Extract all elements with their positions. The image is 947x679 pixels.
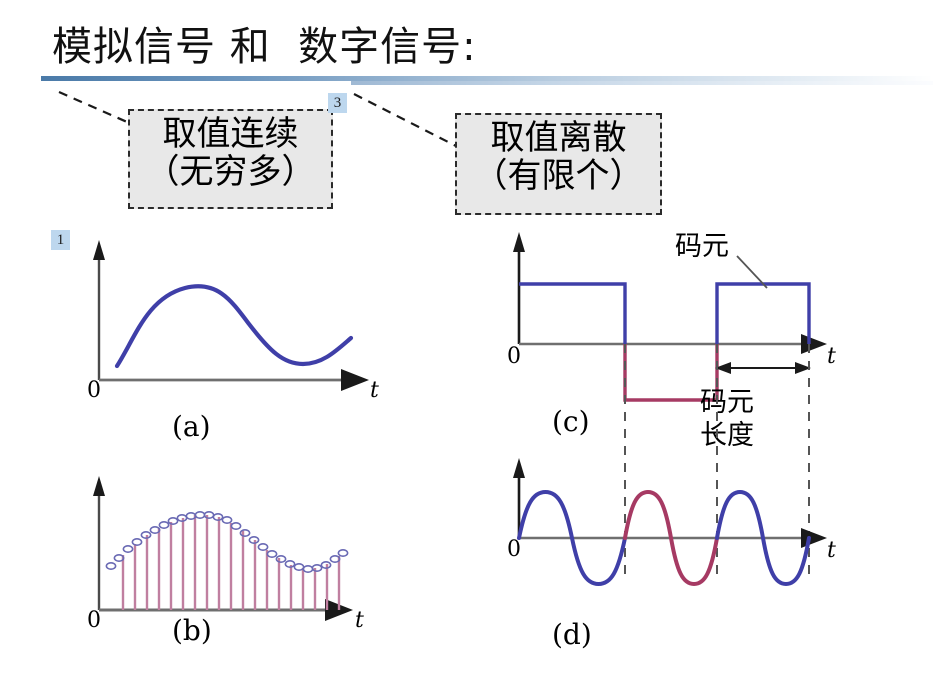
chart-b-plot: [93, 476, 353, 621]
callout-discrete-values: 取值离散 （有限个）: [455, 113, 662, 215]
chart-c-symbol-leader-line: [736, 255, 768, 289]
symbol-length-label-line2: 长度: [700, 420, 754, 451]
callout-discrete-line1: 取值离散: [490, 118, 627, 158]
chart-a-x-arrow: [341, 369, 369, 391]
chart-a-zero-label: 0: [87, 378, 101, 403]
chart-c-plot: [513, 232, 827, 402]
callout-discrete-line2: （有限个）: [473, 156, 644, 197]
chart-c-y-arrow: [513, 232, 525, 252]
title-divider: [41, 76, 933, 85]
annotation-badge-3: 3: [328, 93, 347, 113]
symbol-length-label-line1: 码元: [700, 387, 754, 418]
title-divider-top-bar: [41, 76, 933, 81]
leader-line-right: [353, 93, 457, 147]
chart-c-t-label: t: [827, 344, 836, 369]
chart-d-plot: [513, 458, 827, 587]
chart-b-panel: 0 t: [85, 470, 385, 633]
page-title: 模拟信号 和 数字信号:: [52, 24, 477, 70]
chart-d-segment-3: [715, 489, 811, 587]
chart-a-plot: [93, 240, 369, 391]
chart-a-caption: (a): [172, 410, 211, 443]
chart-c-symbol-1-high: [519, 282, 627, 344]
chart-b-sample-lines: [121, 515, 341, 610]
chart-b-sample-markers: [105, 510, 349, 574]
chart-a-t-label: t: [370, 378, 379, 403]
callout-continuous-values: 取值连续 （无穷多）: [128, 109, 333, 209]
chart-d-caption: (d): [552, 618, 592, 651]
chart-d-panel: 0 t: [505, 452, 845, 622]
chart-c-zero-label: 0: [507, 344, 521, 369]
chart-c-symbol-3-high: [715, 282, 811, 344]
chart-c-symbol-2-low: [623, 344, 719, 402]
chart-a-analog-curve: [114, 284, 354, 369]
chart-d-segment-2: [623, 489, 719, 587]
chart-d-x-arrow: [801, 528, 827, 548]
chart-a-y-arrow: [93, 240, 105, 260]
chart-c-symbol-label: 码元: [675, 231, 729, 262]
title-divider-bottom-bar: [351, 81, 933, 85]
chart-c-caption: (c): [552, 405, 590, 438]
callout-continuous-line1: 取值连续: [162, 114, 299, 154]
chart-b-caption: (b): [172, 614, 212, 647]
leader-line-left: [58, 90, 178, 146]
callout-continuous-line2: （无穷多）: [145, 152, 316, 193]
chart-c-panel: 0 t 码元: [505, 231, 845, 422]
chart-b-zero-label: 0: [87, 608, 101, 633]
chart-d-segment-1: [517, 489, 627, 587]
chart-d-y-arrow: [513, 458, 525, 478]
chart-c-symbol-length-arrow: [715, 362, 811, 374]
chart-b-t-label: t: [355, 608, 364, 633]
chart-b-y-arrow: [93, 476, 105, 496]
chart-a-panel: 0 t: [85, 238, 385, 403]
chart-d-zero-label: 0: [507, 537, 521, 562]
annotation-badge-1: 1: [51, 230, 70, 250]
chart-d-t-label: t: [827, 538, 836, 563]
